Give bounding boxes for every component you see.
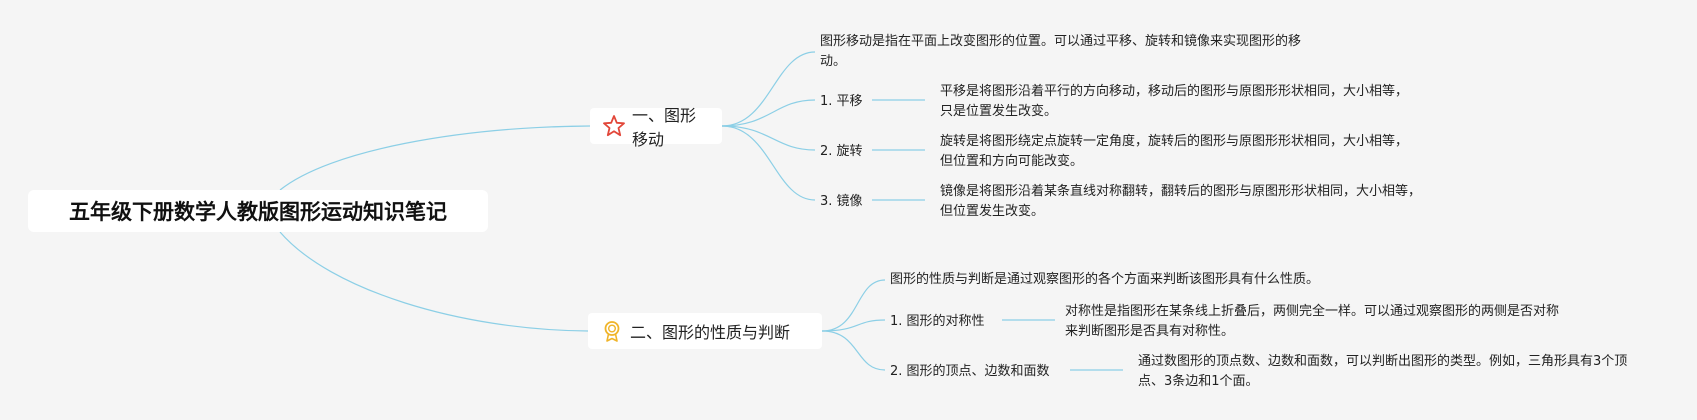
star-icon bbox=[603, 115, 625, 137]
child-desc: 平移是将图形沿着平行的方向移动，移动后的图形与原图形形状相同，大小相等，只是位置… bbox=[940, 84, 1409, 119]
child-desc: 对称性是指图形在某条线上折叠后，两侧完全一样。可以通过观察图形的两侧是否对称来判… bbox=[1065, 304, 1560, 339]
child-label[interactable]: 2. 旋转 bbox=[820, 144, 863, 159]
branch-label: 二、图形的性质与判断 bbox=[630, 323, 791, 342]
branch-figure-movement[interactable]: 一、图形移动 bbox=[590, 106, 722, 149]
child-desc: 通过数图形的顶点数、边数和面数，可以判断出图形的类型。例如，三角形具有3个顶点、… bbox=[1138, 354, 1628, 389]
child-label[interactable]: 1. 图形的对称性 bbox=[890, 314, 985, 329]
child-label[interactable]: 2. 图形的顶点、边数和面数 bbox=[890, 364, 1050, 379]
child-label[interactable]: 3. 镜像 bbox=[820, 194, 863, 209]
child-label[interactable]: 1. 平移 bbox=[820, 94, 863, 109]
child-desc: 镜像是将图形沿着某条直线对称翻转，翻转后的图形与原图形形状相同，大小相等，但位置… bbox=[940, 184, 1422, 219]
branch-label: 一、图形移动 bbox=[632, 106, 697, 149]
root-title: 五年级下册数学人教版图形运动知识笔记 bbox=[69, 200, 447, 224]
root-node[interactable]: 五年级下册数学人教版图形运动知识笔记 bbox=[28, 190, 488, 232]
medal-icon bbox=[604, 321, 620, 342]
child-desc: 旋转是将图形绕定点旋转一定角度，旋转后的图形与原图形形状相同，大小相等，但位置和… bbox=[940, 134, 1409, 169]
branch-intro: 图形移动是指在平面上改变图形的位置。可以通过平移、旋转和镜像来实现图形的移动。 bbox=[820, 34, 1302, 69]
branch-figure-properties[interactable]: 二、图形的性质与判断 bbox=[588, 313, 822, 349]
branch-intro: 图形的性质与判断是通过观察图形的各个方面来判断该图形具有什么性质。 bbox=[890, 272, 1320, 287]
